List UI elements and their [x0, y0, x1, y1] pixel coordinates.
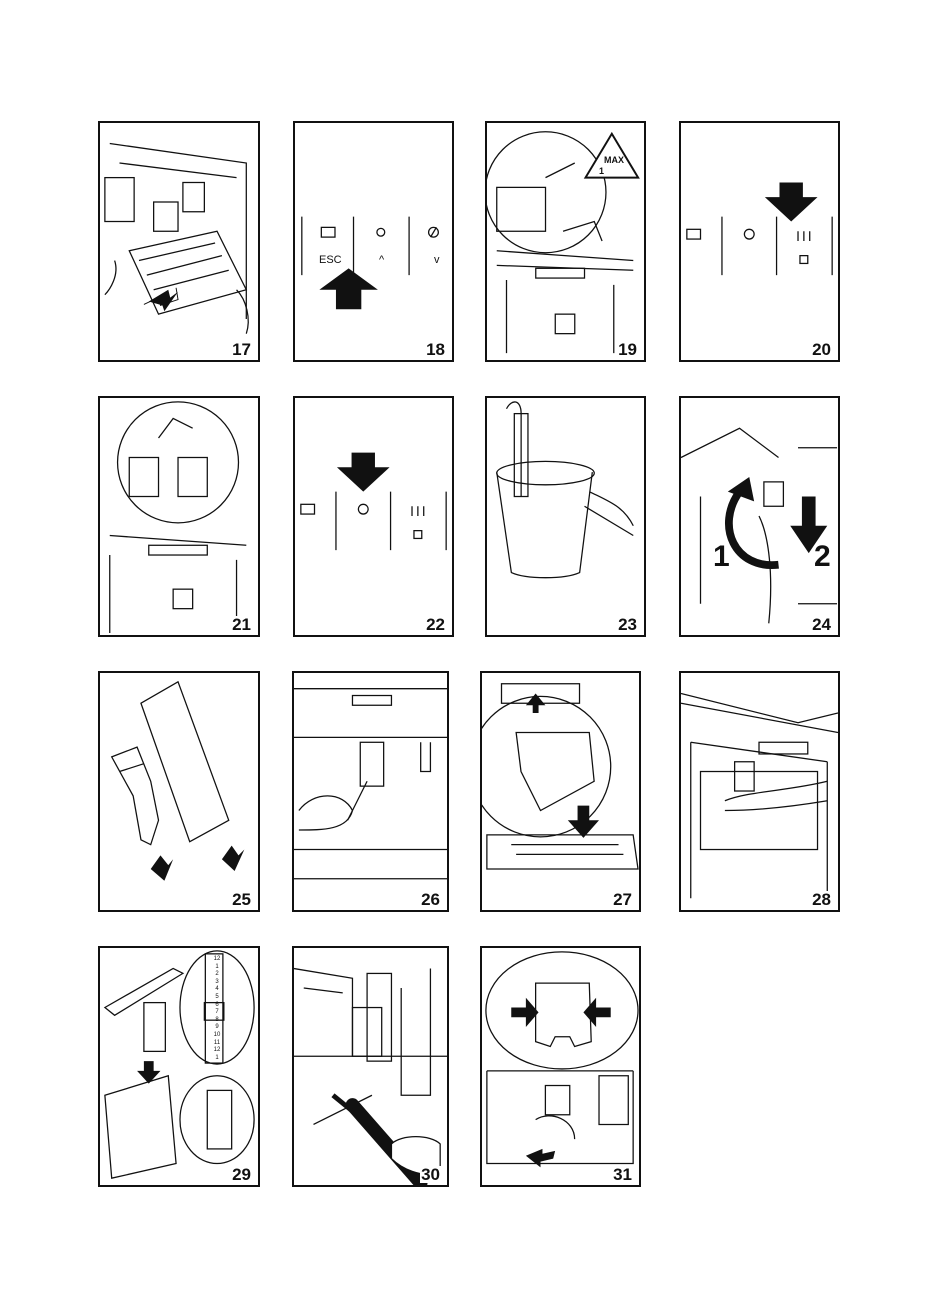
milk-jug-illustration — [496, 401, 634, 579]
arrow-down-icon — [137, 1061, 161, 1084]
figure-number: 22 — [425, 615, 446, 634]
max-label: MAX — [604, 155, 624, 165]
figure-number: 17 — [231, 340, 252, 359]
scale-number: 2 — [215, 971, 219, 978]
nozzle-parts-illustration — [110, 680, 245, 881]
step-1-label: 1 — [713, 540, 730, 573]
figure-24: 1 2 24 — [679, 396, 840, 637]
step-2-label: 2 — [814, 540, 831, 573]
figure-31: 31 — [480, 946, 641, 1187]
warning-triangle-icon — [583, 131, 640, 179]
scale-number: 4 — [215, 986, 219, 993]
one-spoon-label: 1 — [599, 166, 605, 176]
scale-number: 10 — [213, 1031, 221, 1038]
scale-number: 7 — [215, 1009, 219, 1016]
esc-label: ESC — [319, 254, 342, 266]
figure-number: 27 — [612, 890, 633, 909]
figure-27: 27 — [480, 671, 641, 912]
arrow-left-icon — [583, 997, 611, 1028]
scale-number: 12 — [213, 1047, 221, 1054]
figure-number: 23 — [617, 615, 638, 634]
arrow-icon — [150, 855, 174, 881]
arrow-down-icon — [764, 182, 818, 222]
scale-number: 1 — [215, 963, 219, 970]
arrow-right-icon — [511, 997, 539, 1028]
arrow-icon — [525, 1148, 556, 1168]
figure-28: 28 — [679, 671, 840, 912]
figure-number: 24 — [811, 615, 832, 634]
figure-number: 30 — [420, 1165, 441, 1184]
figure-23: 23 — [485, 396, 646, 637]
control-panel-steam-select-illustration — [300, 452, 447, 551]
figure-number: 25 — [231, 890, 252, 909]
figure-number: 18 — [425, 340, 446, 359]
arrow-down-icon — [336, 452, 390, 492]
figure-25: 25 — [98, 671, 260, 912]
figure-21: 21 — [98, 396, 260, 637]
descaler-filling-illustration — [487, 131, 640, 354]
figure-20: 20 — [679, 121, 840, 362]
scale-number: 12 — [213, 956, 221, 962]
control-panel-illustration — [301, 216, 439, 310]
drip-tray-removal-illustration — [104, 142, 249, 334]
figure-number: 31 — [612, 1165, 633, 1184]
figure-19: MAX 1 19 — [485, 121, 646, 362]
scale-number: 9 — [215, 1024, 219, 1031]
brewing-unit-brushing-illustration — [294, 967, 447, 1185]
water-filter-setting-illustration — [103, 950, 255, 1179]
arrow-icon — [221, 845, 245, 871]
figure-22: 22 — [293, 396, 454, 637]
scale-number: 3 — [215, 978, 219, 985]
figure-number: 28 — [811, 890, 832, 909]
figure-26: 26 — [292, 671, 449, 912]
figure-17: 17 — [98, 121, 260, 362]
figure-number: 26 — [420, 890, 441, 909]
arrow-down-icon — [790, 496, 828, 554]
figure-18: ESC ^ v 18 — [293, 121, 454, 362]
nozzle-cleaning-needle-illustration — [294, 688, 447, 880]
figure-30: 30 — [292, 946, 449, 1187]
figure-number: 21 — [231, 615, 252, 634]
control-panel-steam-illustration — [686, 182, 833, 276]
scale-number: 8 — [215, 1016, 219, 1023]
drip-tray-float-illustration — [482, 683, 639, 870]
arrow-down-icon — [567, 805, 600, 838]
up-label: ^ — [379, 254, 385, 266]
down-label: v — [434, 254, 440, 266]
scale-number: 5 — [215, 993, 219, 1000]
cleaning-spout-area-illustration — [681, 692, 838, 899]
scale-number: 6 — [215, 1001, 219, 1008]
scale-number: 11 — [213, 1039, 221, 1046]
figure-number: 19 — [617, 340, 638, 359]
rotate-arrow-head — [727, 477, 755, 502]
figure-number: 29 — [231, 1165, 252, 1184]
arrow-up-icon — [525, 693, 546, 713]
scale-number: 1 — [215, 1054, 219, 1061]
arrow-up-icon — [319, 268, 378, 310]
water-tank-filling-illustration — [109, 401, 247, 634]
figure-number: 20 — [811, 340, 832, 359]
nozzle-removal-illustration — [681, 427, 838, 624]
brewing-unit-removal-illustration — [485, 951, 639, 1168]
rotate-arrow — [725, 489, 779, 569]
